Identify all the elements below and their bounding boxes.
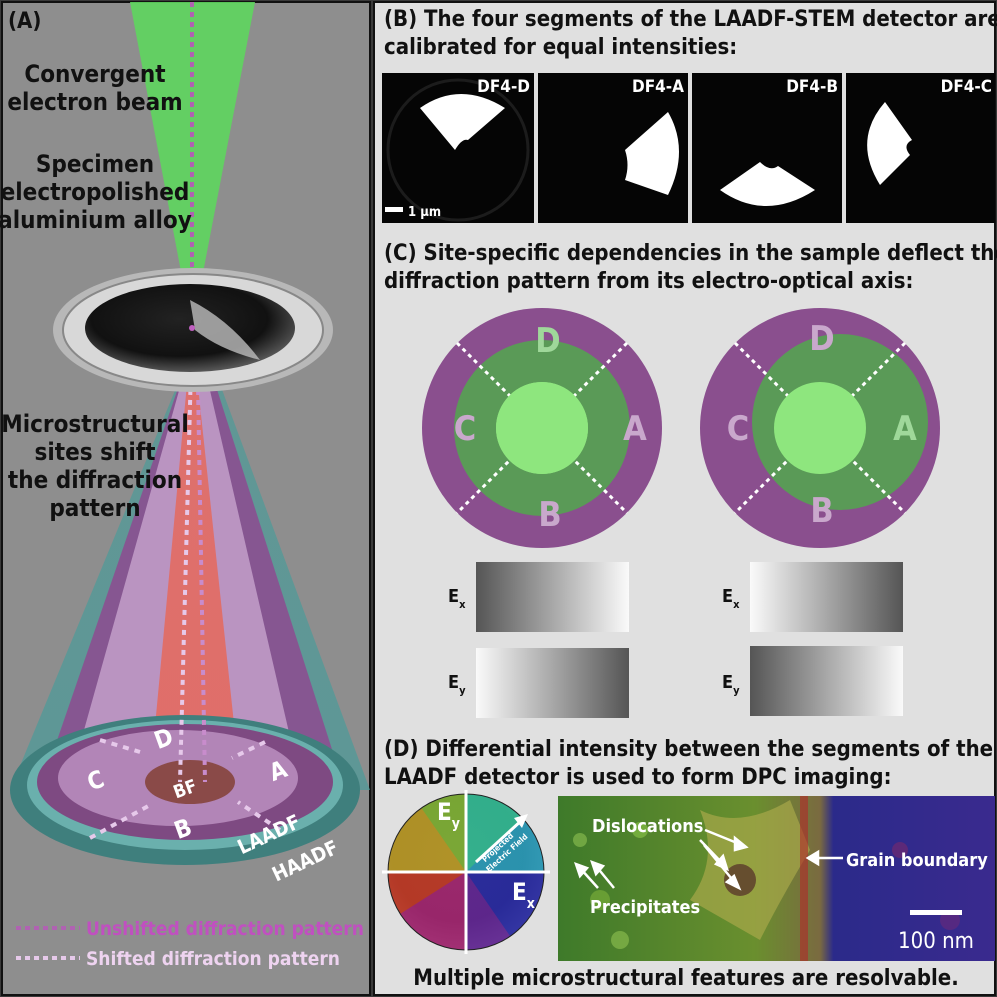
unshifted-seg-d: D bbox=[535, 321, 560, 361]
shift-label-4: pattern bbox=[49, 494, 140, 522]
bf-cone bbox=[150, 330, 240, 780]
panel-d-caption-2: LAADF detector is used to form DPC imagi… bbox=[384, 765, 892, 790]
shift-label-2: sites shift bbox=[35, 438, 156, 466]
ey-label-right: Ey bbox=[722, 672, 740, 697]
shifted-seg-b: B bbox=[810, 491, 833, 531]
detector-diagram-shifted: D A B C bbox=[700, 308, 940, 548]
detector-diagram-unshifted: D A B C bbox=[422, 308, 662, 548]
detector-divider bbox=[236, 800, 282, 832]
df4-image-d: 1 μm DF4-D bbox=[382, 73, 534, 223]
ex-label-right: Ex bbox=[722, 586, 740, 611]
wheel-ey-label: Ey bbox=[437, 798, 460, 832]
panel-b-caption-2: calibrated for equal intensities: bbox=[384, 35, 737, 60]
specimen-label-2: electropolished bbox=[1, 178, 190, 206]
color-wheel: Ey Ex Projected Electric Field bbox=[382, 790, 550, 954]
ex-label-left: Ex bbox=[448, 586, 466, 611]
unshifted-seg-b: B bbox=[538, 495, 561, 535]
df4-image-b: DF4-B bbox=[692, 73, 842, 223]
shifted-seg-a: A bbox=[893, 409, 917, 449]
label-dislocations: Dislocations bbox=[592, 816, 703, 837]
specimen-label-1: Specimen bbox=[36, 150, 154, 178]
panel-d-caption-1: (D) Differential intensity between the s… bbox=[384, 737, 993, 762]
beam-label-2: electron beam bbox=[7, 88, 182, 116]
df4-label-d: DF4-D bbox=[477, 77, 530, 97]
dpc-scale-bar bbox=[910, 910, 962, 915]
df4-label-b: DF4-B bbox=[786, 77, 838, 97]
unshifted-seg-a: A bbox=[623, 409, 647, 449]
label-grain-boundary: Grain boundary bbox=[846, 850, 988, 871]
df4-label-a: DF4-A bbox=[632, 77, 684, 97]
df4-image-a: DF4-A bbox=[538, 73, 688, 223]
panel-c-caption-1: (C) Site-specific dependencies in the sa… bbox=[384, 241, 997, 266]
legend-shifted-text: Shifted diffraction pattern bbox=[86, 948, 340, 970]
bf-disc bbox=[145, 760, 235, 804]
unshifted-seg-c: C bbox=[454, 409, 476, 449]
ex-bar-unshifted bbox=[476, 562, 629, 632]
panel-c-caption-2: diffraction pattern from its electro-opt… bbox=[384, 269, 913, 294]
ey-label-left: Ey bbox=[448, 672, 466, 697]
ey-bar-unshifted bbox=[476, 648, 629, 718]
shift-label-1: Microstructural bbox=[1, 410, 189, 438]
shifted-seg-d: D bbox=[809, 319, 834, 359]
ey-bar-shifted bbox=[750, 646, 903, 716]
dpc-scale-label: 100 nm bbox=[898, 929, 974, 954]
wheel-ex-label: Ex bbox=[512, 878, 535, 912]
panel-b-caption-1: (B) The four segments of the LAADF-STEM … bbox=[384, 7, 997, 32]
label-precipitates: Precipitates bbox=[590, 897, 700, 918]
beam-label-1: Convergent bbox=[24, 60, 165, 88]
beam-spot bbox=[189, 325, 195, 331]
specimen-label-3: aluminium alloy bbox=[0, 206, 192, 234]
panel-a-label: (A) bbox=[8, 9, 41, 34]
df4-label-c: DF4-C bbox=[941, 77, 992, 97]
df4-image-c: DF4-C bbox=[846, 73, 995, 223]
shift-label-3: the diffraction bbox=[8, 466, 182, 494]
panel-d-footer: Multiple microstructural features are re… bbox=[413, 966, 959, 991]
shifted-seg-c: C bbox=[727, 409, 749, 449]
specimen-texture bbox=[190, 300, 260, 360]
df4-scale-label: 1 μm bbox=[408, 205, 441, 220]
ex-bar-shifted bbox=[750, 562, 903, 632]
legend-unshifted-text: Unshifted diffraction pattern bbox=[86, 918, 364, 940]
